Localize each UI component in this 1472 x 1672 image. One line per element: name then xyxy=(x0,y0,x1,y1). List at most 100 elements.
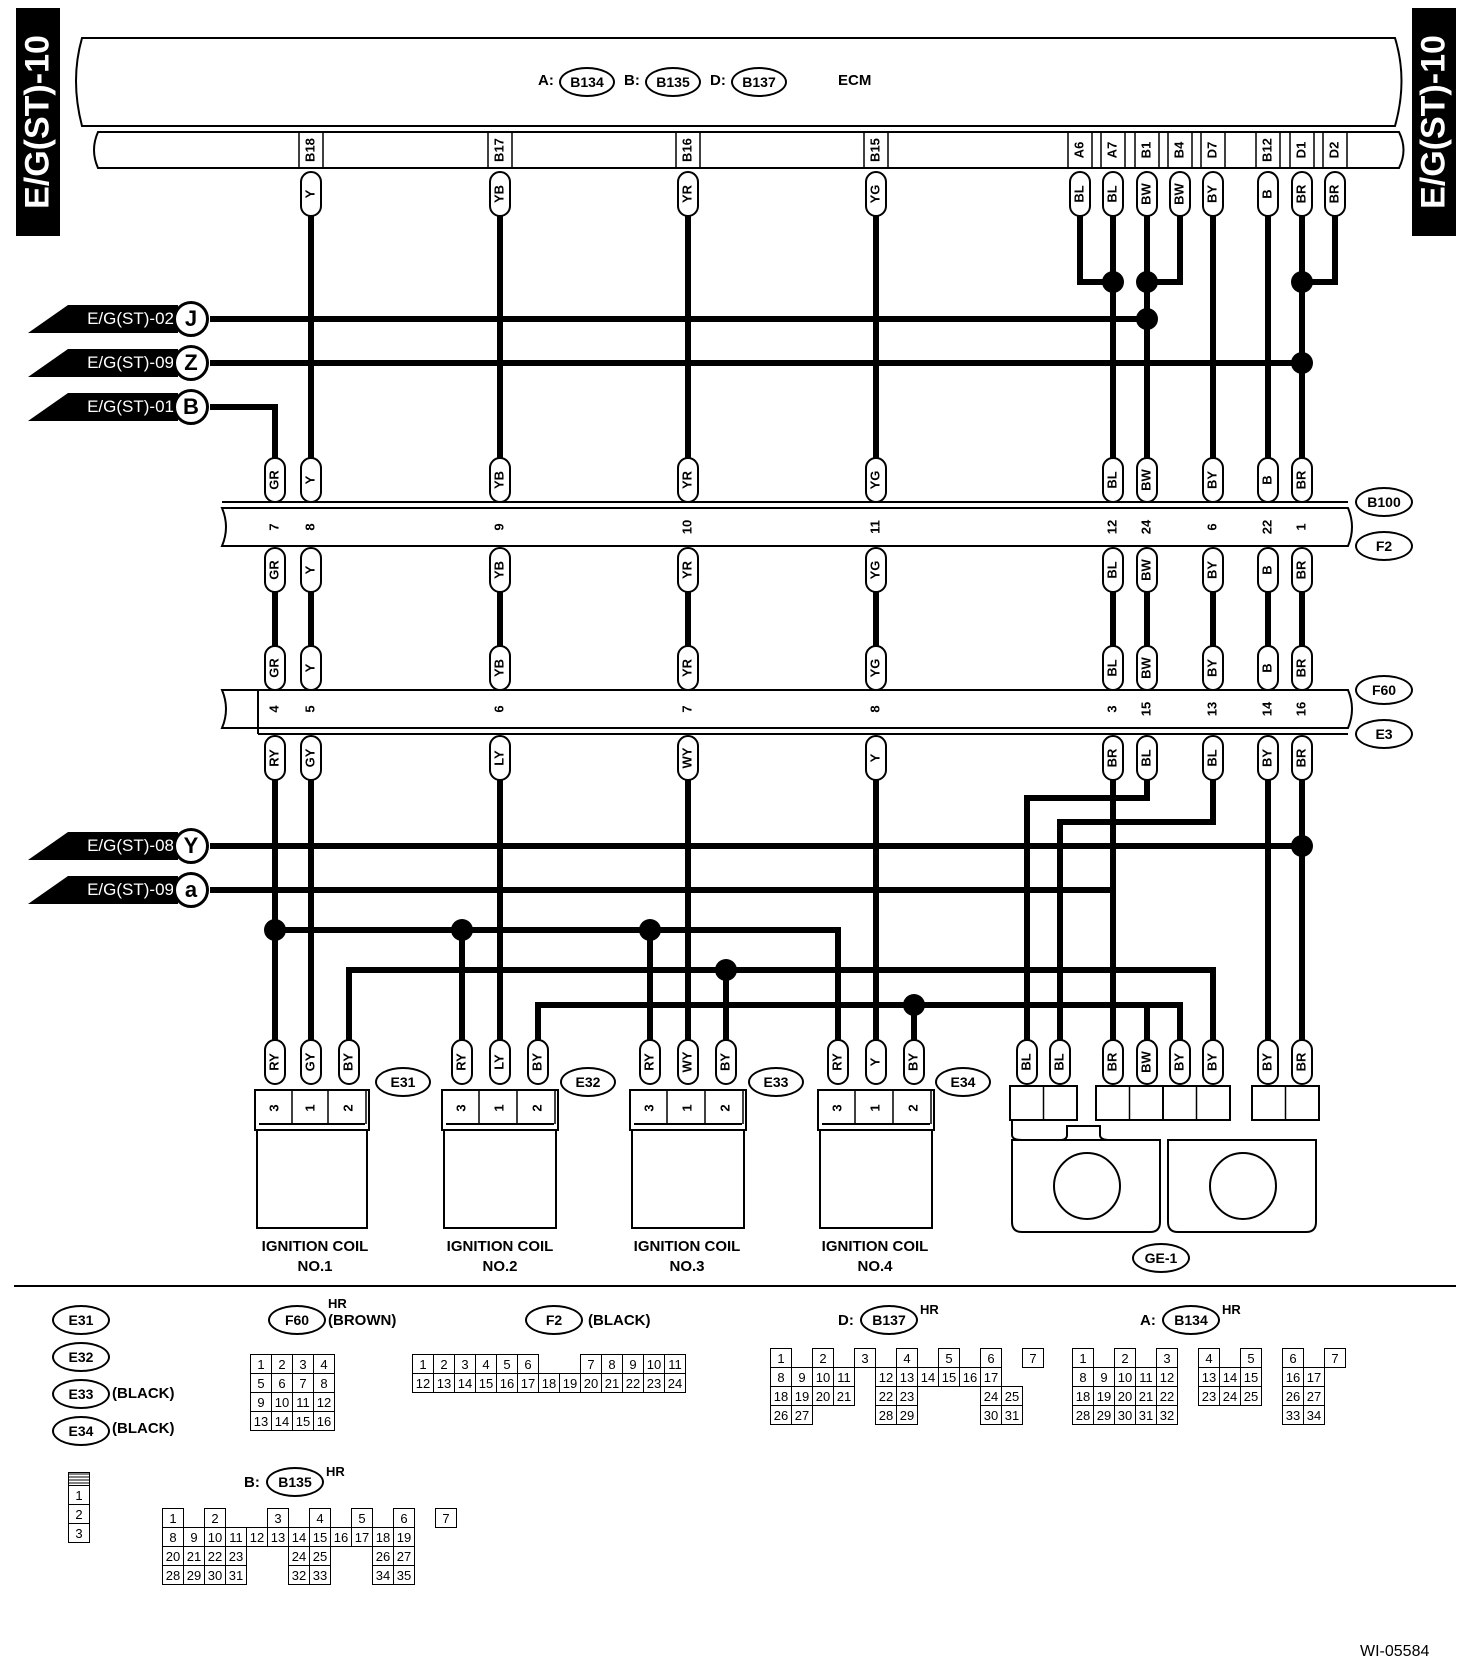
f60-color-2 xyxy=(489,645,511,691)
coil-4-sig-color-text: Y xyxy=(867,1057,882,1066)
f2-color-7-text: BY xyxy=(1204,561,1219,579)
legend-b135-hr: HR xyxy=(326,1464,345,1479)
legend-e31: E31 xyxy=(52,1305,110,1335)
connector-pin-cell xyxy=(184,1509,205,1528)
connector-pin-cell: 2 xyxy=(204,1508,226,1528)
connector-pin-cell: 29 xyxy=(896,1405,918,1425)
connector-pin-cell: 14 xyxy=(1219,1367,1241,1387)
b100-pin-10: 10 xyxy=(679,520,694,534)
connector-pin-cell: 4 xyxy=(475,1354,497,1374)
connector-pin-cell: 10 xyxy=(271,1392,293,1412)
splice-ry-3 xyxy=(639,919,661,941)
connector-pin-cell: 15 xyxy=(475,1373,497,1393)
coil-e34-id: E34 xyxy=(935,1067,991,1097)
connector-pin-cell xyxy=(1094,1349,1115,1368)
f60-color-9 xyxy=(1291,645,1313,691)
connector-pin-cell: 31 xyxy=(1001,1405,1023,1425)
connector-pin-cell: 25 xyxy=(1001,1386,1023,1406)
ground-bolt-1 xyxy=(1053,1152,1121,1220)
ecm-label: ECM xyxy=(838,72,872,89)
legend-b137: B137 xyxy=(860,1305,918,1335)
connector-pin-cell: 32 xyxy=(288,1565,310,1585)
f60-pin-14: 14 xyxy=(1259,701,1274,716)
connector-pin-cell xyxy=(247,1509,268,1528)
ground-color-2 xyxy=(1102,1039,1124,1085)
connector-pin-cell xyxy=(415,1528,436,1547)
connector-pin-cell: 26 xyxy=(372,1546,394,1566)
coil-2-num: NO.2 xyxy=(482,1258,518,1275)
connector-pin-cell: 1 xyxy=(412,1354,434,1374)
coil-3-num: NO.3 xyxy=(669,1258,705,1275)
connector-pin-cell: 9 xyxy=(1093,1367,1115,1387)
ecm-pin-d1-color-text: BR xyxy=(1293,184,1308,203)
f60-pin-15: 15 xyxy=(1138,702,1153,716)
ecm-pin-b16: B16 xyxy=(679,138,694,162)
b100-color-9-text: BR xyxy=(1293,470,1308,489)
connector-pin-cell xyxy=(1023,1368,1044,1387)
connector-pin-cell: 18 xyxy=(1072,1386,1094,1406)
connector-pin-cell: 28 xyxy=(875,1405,897,1425)
connector-pin-cell: 9 xyxy=(791,1367,813,1387)
by-bus-a xyxy=(346,967,1216,1040)
connector-pin-cell: 13 xyxy=(433,1373,455,1393)
coil-4-ry-color xyxy=(827,1039,849,1085)
legend-coil-connector: 1 2 3 xyxy=(68,1472,90,1543)
e3-color-5-text: BR xyxy=(1104,748,1119,767)
bl-ground-wire-1 xyxy=(1024,780,1150,1040)
connector-pin-cell: 18 xyxy=(770,1386,792,1406)
connector-pin-cell: 29 xyxy=(183,1565,205,1585)
connector-pin-cell xyxy=(373,1509,394,1528)
b100-color-5 xyxy=(1102,457,1124,503)
ecm-pin-a6: A6 xyxy=(1071,142,1086,159)
connector-pin-cell xyxy=(268,1566,289,1585)
connector-pin-cell xyxy=(1199,1406,1220,1425)
connector-pin-cell: 30 xyxy=(204,1565,226,1585)
f60-pin-13: 13 xyxy=(1204,702,1219,716)
connector-pin-cell: 14 xyxy=(288,1527,310,1547)
b100-color-6 xyxy=(1136,457,1158,503)
connector-pin-cell xyxy=(1002,1368,1023,1387)
coil-3-by-color xyxy=(715,1039,737,1085)
coil-2-sig-color xyxy=(489,1039,511,1085)
connector-pin-cell: 5 xyxy=(496,1354,518,1374)
connector-f60-e3-body xyxy=(220,689,1353,729)
connector-pin-cell: 20 xyxy=(580,1373,602,1393)
f60-color-6 xyxy=(1136,645,1158,691)
connector-pin-cell: 27 xyxy=(393,1546,415,1566)
connector-pin-cell: 7 xyxy=(1324,1348,1346,1368)
ecm-pin-d2: D2 xyxy=(1326,142,1341,159)
connector-pin-cell: 12 xyxy=(1156,1367,1178,1387)
connector-pin-cell: 27 xyxy=(791,1405,813,1425)
e3-color-3-text: WY xyxy=(679,747,694,768)
b100-pin-12: 12 xyxy=(1104,520,1119,534)
coil-4-pin-1: 1 xyxy=(867,1104,882,1111)
coil-1-pin-2: 2 xyxy=(340,1104,355,1111)
connector-pin-cell xyxy=(939,1387,960,1406)
connector-pin-cell xyxy=(1220,1349,1241,1368)
connector-pin-cell: 8 xyxy=(313,1373,335,1393)
b100-color-2 xyxy=(489,457,511,503)
connector-pin-cell: 27 xyxy=(1303,1386,1325,1406)
legend-f60: F60 xyxy=(268,1305,326,1335)
connector-pin-cell: 6 xyxy=(393,1508,415,1528)
connector-pin-cell: 34 xyxy=(1303,1405,1325,1425)
connector-pin-cell: 2 xyxy=(433,1354,455,1374)
e3-color-0-text: RY xyxy=(266,749,281,767)
connector-pin-cell xyxy=(918,1406,939,1425)
b100-color-7-text: BY xyxy=(1204,471,1219,489)
coil-2-by-color-text: BY xyxy=(529,1053,544,1071)
ground-color-7-text: BR xyxy=(1293,1052,1308,1071)
connector-pin-cell: 13 xyxy=(250,1411,272,1431)
coil-3-ry-color xyxy=(639,1039,661,1085)
coil-2-name: IGNITION COIL xyxy=(446,1238,554,1255)
b100-color-3 xyxy=(677,457,699,503)
connector-pin-cell: 17 xyxy=(980,1367,1002,1387)
connector-pin-cell xyxy=(331,1509,352,1528)
connector-pin-cell: 19 xyxy=(559,1373,581,1393)
coil-1-ry-color xyxy=(264,1039,286,1085)
connector-pin-cell: 24 xyxy=(288,1546,310,1566)
f60-pin-6: 6 xyxy=(491,705,506,712)
legend-b135: B135 xyxy=(266,1467,324,1497)
